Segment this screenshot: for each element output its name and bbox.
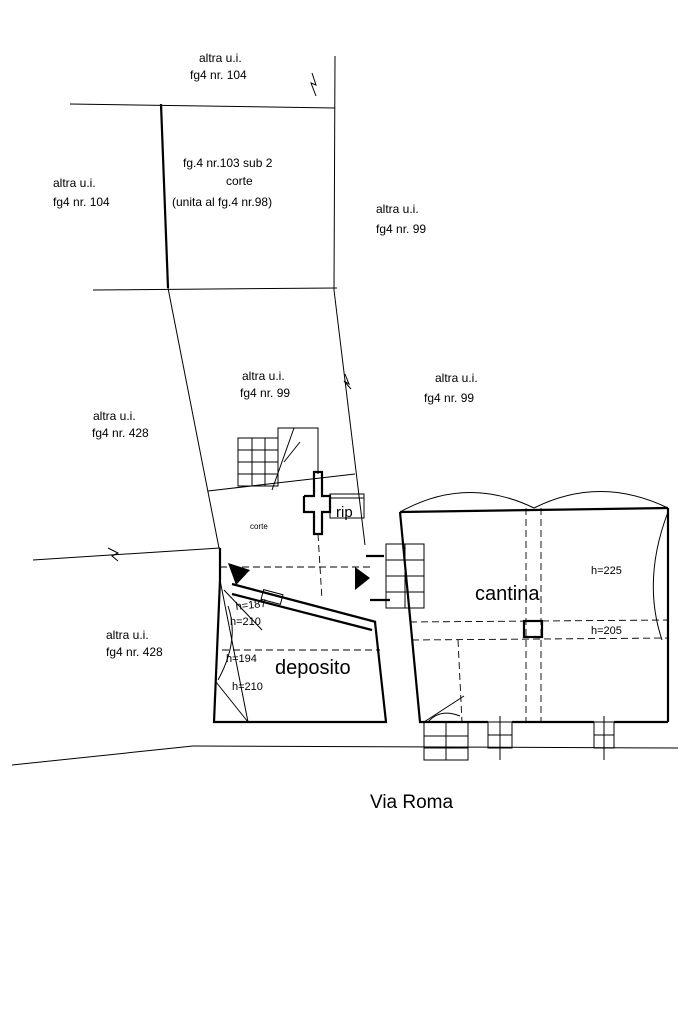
neighbor-left-top-line2: fg4 nr. 104 xyxy=(53,195,110,209)
room-label-rip: rip xyxy=(336,504,353,521)
entry-arrow-right xyxy=(355,567,370,590)
height-cantina-205: h=205 xyxy=(591,625,622,637)
neighbor-right-top-line2: fg4 nr. 99 xyxy=(376,222,426,236)
parcel-label-line2: corte xyxy=(226,174,253,188)
neighbor-left-low-line2: fg4 nr. 428 xyxy=(106,645,163,659)
connecting-steps xyxy=(366,543,425,609)
room-label-cantina: cantina xyxy=(475,583,540,605)
neighbor-center-mid-line2: fg4 nr. 99 xyxy=(240,386,290,400)
neighbor-left-top-line1: altra u.i. xyxy=(53,176,96,190)
cantina-room xyxy=(398,491,670,761)
height-deposito-210b: h=210 xyxy=(232,681,263,693)
neighbor-top-center-line2: fg4 nr. 104 xyxy=(190,68,247,82)
parcel-label-line3: (unita al fg.4 nr.98) xyxy=(172,195,272,209)
height-cantina-225: h=225 xyxy=(591,565,622,577)
neighbor-right-mid-line1: altra u.i. xyxy=(435,371,478,385)
neighbor-right-mid-line2: fg4 nr. 99 xyxy=(424,391,474,405)
neighbor-left-mid-line1: altra u.i. xyxy=(93,409,136,423)
room-label-corte: corte xyxy=(250,522,268,531)
neighbor-center-mid-line1: altra u.i. xyxy=(242,369,285,383)
height-deposito-210a: h=210 xyxy=(230,616,261,628)
neighbor-left-mid-line2: fg4 nr. 428 xyxy=(92,426,149,440)
deposito-room xyxy=(212,548,388,724)
parcel-label-line1: fg.4 nr.103 sub 2 xyxy=(183,156,273,170)
height-deposito-194: h=194 xyxy=(226,653,257,665)
neighbor-left-low-line1: altra u.i. xyxy=(106,628,149,642)
entry-arrow-left xyxy=(228,563,250,585)
neighbor-right-top-line1: altra u.i. xyxy=(376,202,419,216)
street-name: Via Roma xyxy=(370,792,454,813)
height-deposito-187: h=187 xyxy=(235,598,267,613)
neighbor-top-center-line1: altra u.i. xyxy=(199,51,242,65)
break-marks xyxy=(107,72,352,562)
room-label-deposito: deposito xyxy=(275,657,351,679)
